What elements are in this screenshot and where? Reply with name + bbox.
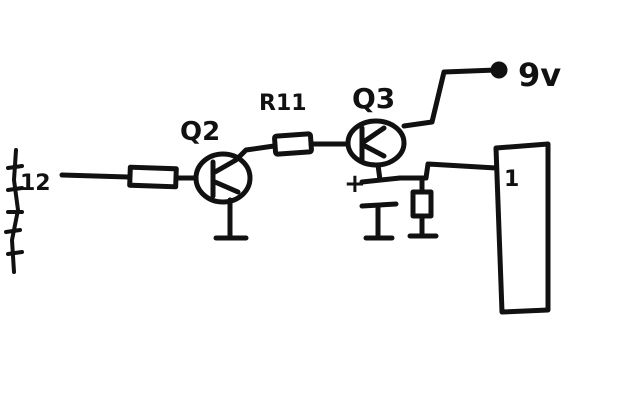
q2-label: Q2 bbox=[180, 117, 220, 147]
load-box bbox=[493, 141, 551, 315]
capacitor-plus-label: + bbox=[344, 169, 366, 199]
q2-collector-wire bbox=[235, 143, 277, 161]
pulldown-resistor-icon bbox=[410, 189, 434, 219]
capacitor-top-plate bbox=[359, 175, 403, 185]
emitter-node-wire bbox=[397, 161, 499, 181]
input-resistor-icon bbox=[127, 164, 179, 190]
q3-transistor-icon bbox=[345, 118, 407, 168]
input-wire bbox=[59, 172, 131, 180]
q3-label: Q3 bbox=[352, 82, 395, 115]
q3-emitter-wire bbox=[375, 162, 383, 183]
supply-label: 9v bbox=[518, 56, 561, 94]
load-label: 1 bbox=[504, 167, 519, 192]
pin-label: 12 bbox=[20, 171, 51, 196]
supply-terminal-icon bbox=[490, 61, 508, 79]
r11-label: R11 bbox=[259, 91, 307, 116]
r11-resistor-icon bbox=[272, 131, 314, 157]
supply-wire bbox=[401, 67, 499, 129]
q2-transistor-icon bbox=[193, 151, 253, 205]
pin-header bbox=[4, 148, 24, 274]
